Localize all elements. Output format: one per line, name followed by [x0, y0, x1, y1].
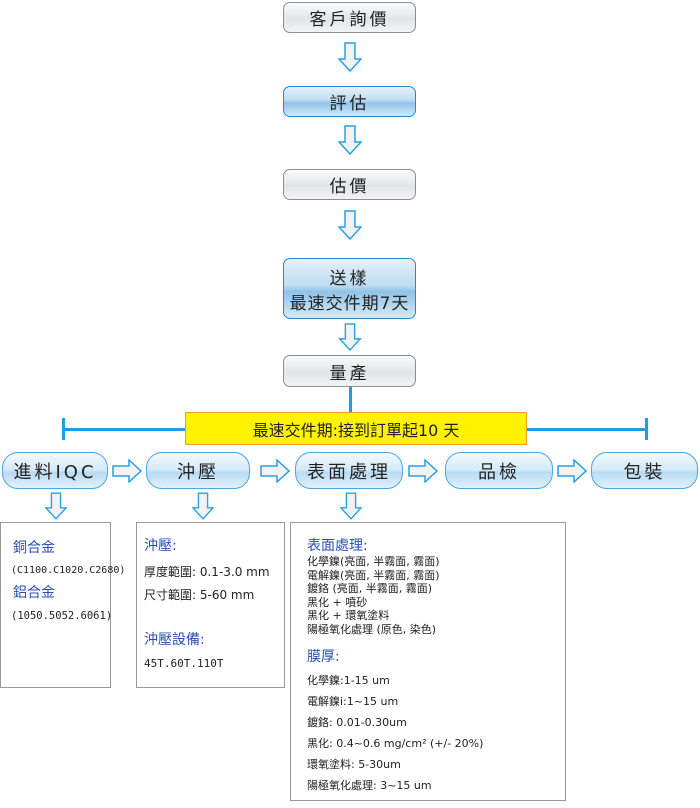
right-arrow-icon	[408, 459, 438, 483]
stamping-equipment-title: 沖壓設備:	[144, 632, 205, 648]
aluminum-title: 鋁合金	[13, 585, 55, 601]
right-arrow-icon	[260, 459, 290, 483]
timeline-cap-right	[645, 418, 648, 440]
down-arrow-icon	[338, 210, 362, 240]
process-inspection: 品檢	[445, 452, 553, 489]
process-stamping: 沖壓	[146, 452, 250, 489]
process-packaging: 包裝	[591, 452, 698, 489]
copper-title: 銅合金	[13, 540, 55, 556]
step-evaluation: 評估	[283, 86, 416, 117]
timeline-line-left	[63, 428, 185, 431]
down-arrow-icon	[338, 323, 362, 351]
surface-item: 黑化 + 環氧塗料	[307, 609, 390, 622]
down-arrow-icon	[338, 125, 362, 155]
copper-grades: (C1100.C1020.C2680)	[11, 565, 126, 576]
surface-item: 鍍鉻 (亮面, 半霧面, 霧面)	[307, 582, 433, 595]
step-quotation: 估價	[283, 169, 416, 200]
materials-panel: 銅合金 (C1100.C1020.C2680) 鋁合金 (1050.5052.6…	[0, 522, 126, 688]
surface-panel: 表面處理: 化學鎳(亮面, 半霧面, 霧面) 電解鎳(亮面, 半霧面, 霧面) …	[290, 522, 566, 801]
down-arrow-icon	[45, 492, 67, 520]
thickness-item: 陽極氧化處理: 3~15 um	[307, 779, 432, 792]
surface-item: 化學鎳(亮面, 半霧面, 霧面)	[307, 555, 440, 568]
process-surface-treatment: 表面處理	[295, 452, 403, 489]
stamping-thickness: 厚度範圍: 0.1-3.0 mm	[144, 565, 270, 579]
right-arrow-icon	[557, 459, 587, 483]
sample-title: 送樣	[329, 268, 370, 289]
timeline-cap-left	[62, 418, 65, 440]
thickness-item: 環氧塗料: 5-30um	[307, 758, 401, 771]
thickness-item: 化學鎳:1-15 um	[307, 674, 390, 687]
surface-title: 表面處理:	[307, 538, 368, 554]
stamping-panel: 沖壓: 厚度範圍: 0.1-3.0 mm 尺寸範圍: 5-60 mm 沖壓設備:…	[136, 522, 285, 688]
connector-line	[349, 387, 352, 413]
timeline-line-right	[527, 428, 647, 431]
film-thickness-title: 膜厚:	[307, 649, 340, 665]
thickness-item: 黑化: 0.4~0.6 mg/cm² (+/- 20%)	[307, 737, 484, 750]
step-sample: 送樣 最速交件期7天	[283, 258, 416, 319]
thickness-item: 電解鎳i:1~15 um	[307, 695, 399, 708]
down-arrow-icon	[338, 42, 362, 72]
stamping-equipment: 45T.60T.110T	[144, 657, 224, 670]
aluminum-grades: (1050.5052.6061)	[11, 610, 113, 622]
thickness-item: 鍍鉻: 0.01-0.30um	[307, 716, 407, 729]
sample-leadtime: 最速交件期7天	[289, 293, 410, 314]
surface-item: 黑化 + 噴砂	[307, 595, 368, 609]
surface-item: 陽極氧化處理 (原色, 染色)	[307, 622, 437, 636]
right-arrow-icon	[112, 459, 142, 483]
process-iqc: 進料IQC	[2, 452, 108, 489]
step-customer-inquiry: 客戶詢價	[283, 2, 416, 33]
surface-item: 電解鎳(亮面, 半霧面, 霧面)	[307, 568, 440, 582]
step-mass-production: 量產	[283, 355, 416, 387]
lead-time-banner: 最速交件期:接到訂單起10 天	[185, 412, 527, 445]
down-arrow-icon	[340, 492, 362, 520]
stamping-title: 沖壓:	[144, 538, 177, 554]
down-arrow-icon	[192, 492, 214, 520]
stamping-size: 尺寸範圍: 5-60 mm	[144, 588, 255, 602]
